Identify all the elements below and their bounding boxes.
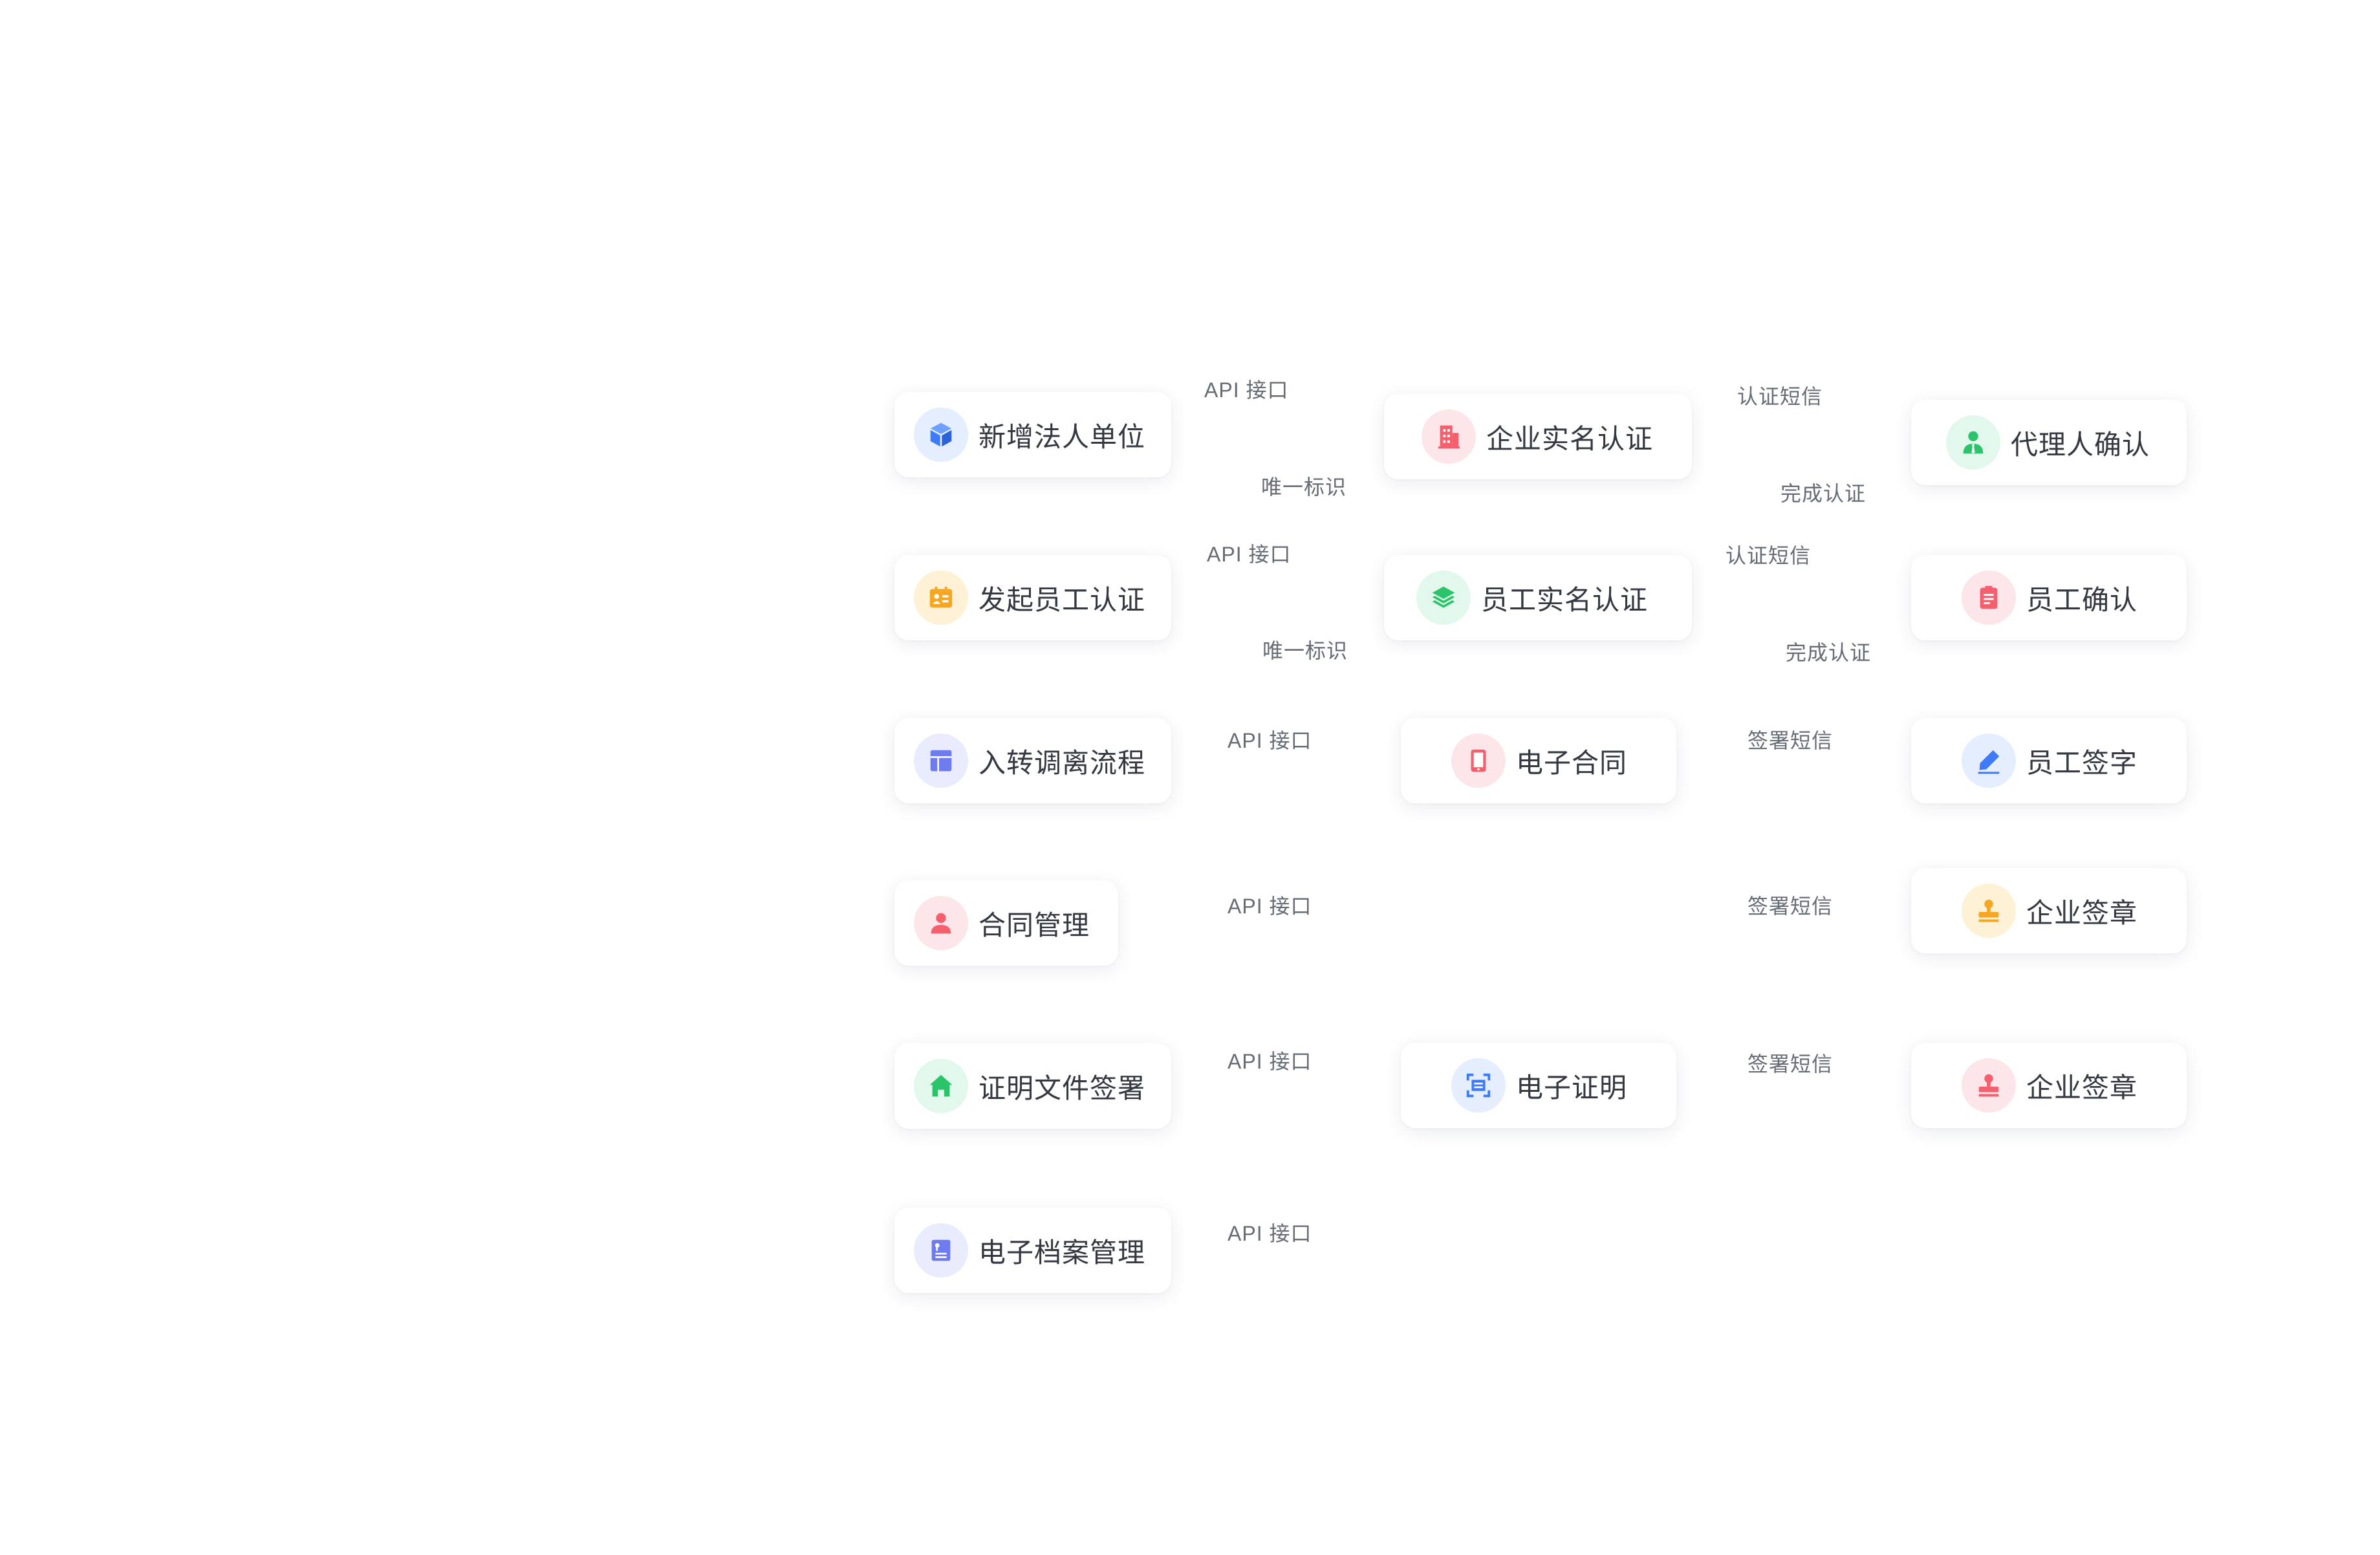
edge-label-sign-sms: 签署短信 xyxy=(1747,895,1834,918)
edge-label-auth-done: 完成认证 xyxy=(1780,482,1866,505)
scan-icon xyxy=(1451,1058,1506,1113)
edge-label-api: API 接口 xyxy=(1228,1222,1312,1245)
node-enterprise-seal: 企业签章 xyxy=(1911,1043,2187,1128)
edge-label-auth-sms: 认证短信 xyxy=(1737,385,1823,408)
node-electronic-certificate: 电子证明 xyxy=(1401,1043,1676,1128)
edge-label-unique-id: 唯一标识 xyxy=(1262,639,1348,662)
clipboard-icon xyxy=(1962,571,2016,625)
node-employee-confirm: 员工确认 xyxy=(1911,555,2187,640)
node-label: 电子档案管理 xyxy=(979,1237,1146,1268)
node-enterprise-real-name-auth: 企业实名认证 xyxy=(1384,394,1692,479)
node-start-employee-auth: 发起员工认证 xyxy=(894,555,1171,640)
edge-label-api: API 接口 xyxy=(1228,1050,1312,1073)
layers-icon xyxy=(1416,571,1471,625)
layout-icon xyxy=(914,734,968,788)
node-electronic-contract: 电子合同 xyxy=(1401,718,1676,803)
node-label: 新增法人单位 xyxy=(979,421,1146,452)
node-label: 员工签字 xyxy=(2026,747,2138,778)
edge-label-api: API 接口 xyxy=(1228,729,1312,752)
node-agent-confirm: 代理人确认 xyxy=(1911,400,2187,485)
node-contract-management: 合同管理 xyxy=(894,880,1118,966)
node-employee-real-name-auth: 员工实名认证 xyxy=(1384,555,1692,640)
edge-label-sign-sms: 签署短信 xyxy=(1747,1052,1834,1076)
node-label: 发起员工认证 xyxy=(979,584,1146,615)
document-icon xyxy=(914,1223,968,1278)
cube-icon xyxy=(914,408,968,462)
node-label: 员工确认 xyxy=(2026,584,2138,615)
node-label: 入转调离流程 xyxy=(979,747,1146,778)
home-icon xyxy=(914,1059,968,1113)
id-card-icon xyxy=(914,571,968,625)
node-label: 电子证明 xyxy=(1516,1072,1628,1103)
stamp-icon xyxy=(1962,1058,2016,1113)
node-add-legal-entity: 新增法人单位 xyxy=(894,392,1171,477)
stamp-icon xyxy=(1962,884,2016,938)
edge-label-api: API 接口 xyxy=(1228,895,1312,918)
pen-icon xyxy=(1962,734,2016,788)
edge-label-unique-id: 唯一标识 xyxy=(1261,475,1347,499)
node-label: 企业实名认证 xyxy=(1486,423,1654,454)
node-label: 企业签章 xyxy=(2026,897,2138,928)
node-label: 合同管理 xyxy=(979,909,1090,941)
node-e-archive-management: 电子档案管理 xyxy=(894,1208,1171,1293)
node-label: 员工实名认证 xyxy=(1481,584,1649,615)
agent-icon xyxy=(1946,415,2000,470)
node-employee-signature: 员工签字 xyxy=(1911,718,2187,803)
node-onboarding-flow: 入转调离流程 xyxy=(894,718,1171,803)
edge-label-api: API 接口 xyxy=(1207,543,1292,566)
node-label: 企业签章 xyxy=(2026,1072,2138,1103)
node-label: 证明文件签署 xyxy=(979,1072,1146,1104)
node-enterprise-seal: 企业签章 xyxy=(1911,868,2187,953)
tablet-icon xyxy=(1451,734,1506,788)
node-certificate-signing: 证明文件签署 xyxy=(894,1043,1171,1129)
person-icon xyxy=(914,896,968,950)
node-label: 代理人确认 xyxy=(2011,429,2150,460)
edge-label-auth-done: 完成认证 xyxy=(1786,641,1872,664)
node-label: 电子合同 xyxy=(1516,747,1628,778)
edge-label-api: API 接口 xyxy=(1204,378,1289,402)
edge-label-sign-sms: 签署短信 xyxy=(1747,729,1834,752)
building-icon xyxy=(1422,409,1476,464)
edge-label-auth-sms: 认证短信 xyxy=(1726,544,1812,567)
